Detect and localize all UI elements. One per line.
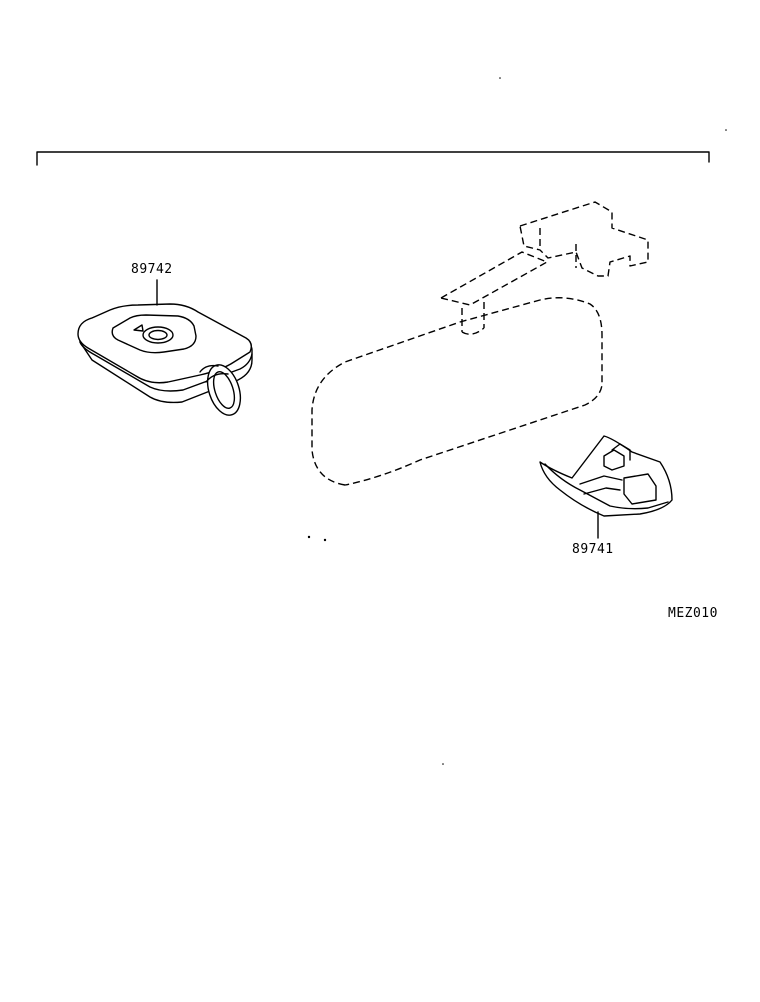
illustration-code: MEZ010 — [668, 606, 718, 621]
part-number-89741: 89741 — [572, 542, 614, 557]
group-bracket — [36, 151, 710, 166]
key-fob-transmitter-icon — [77, 303, 253, 416]
scan-specks — [307, 77, 727, 765]
part-number-89742: 89742 — [131, 262, 173, 277]
rearview-mirror-icon — [311, 201, 649, 486]
mirror-mount-cover-icon — [539, 435, 673, 517]
